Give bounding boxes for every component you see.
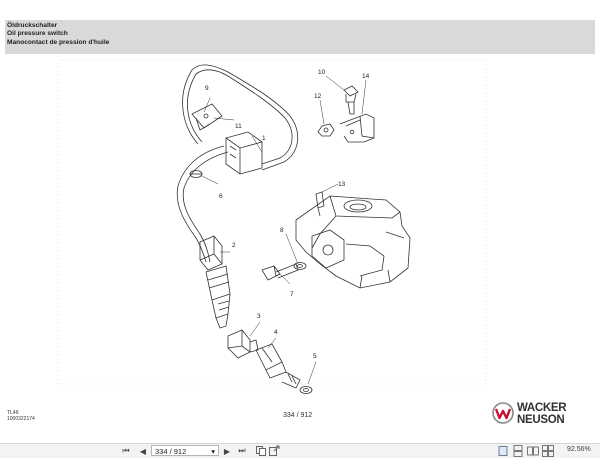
callout-6: 6 [219,193,223,200]
switch-part-10 [343,85,359,115]
logo-line-1: WACKER [517,402,567,414]
bolt-part-7 [261,263,299,281]
page-number: 334 / 912 [283,412,313,419]
continuous-view-icon[interactable] [512,445,524,457]
zoom-level[interactable]: 92.56% [567,446,591,453]
callout-11: 11 [235,123,242,130]
model-code: TL4ß [7,410,19,416]
harness-loop [182,64,298,171]
parts-drawing: 1 2 3 4 5 6 7 8 9 10 11 12 13 14 [57,59,487,394]
last-page-button[interactable]: ⏭ [238,446,246,455]
callout-10: 10 [318,69,326,76]
brand-mark-icon [492,402,514,424]
callout-7: 7 [290,291,294,298]
callout-1: 1 [262,135,266,142]
callout-9: 9 [205,85,209,92]
callout-13: 13 [338,181,346,188]
callout-12: 12 [314,93,322,100]
harness-lower [176,145,225,263]
page-input[interactable]: 334 / 912 ▾ [151,445,219,456]
plug-part-2 [199,235,223,271]
next-page-button[interactable]: ▶ [223,446,231,456]
callout-14: 14 [362,73,370,80]
title-english: Oil pressure switch [7,30,68,38]
bracket-part-14 [339,113,375,143]
page-header: Öldruckschalter Oil pressure switch Mano… [5,20,595,54]
engine-block [295,195,411,289]
adapter-part-4 [255,343,301,389]
elbow-part-3 [227,329,259,359]
callout-3: 3 [257,313,261,320]
page-dropdown-icon[interactable]: ▾ [211,447,215,456]
copy-icon[interactable] [255,445,267,457]
viewer-toolbar: ⏮ ◀ 334 / 912 ▾ ▶ ⏭ 92.56% [0,443,600,458]
connector-part-1 [225,131,263,175]
prev-page-button[interactable]: ◀ [139,446,147,456]
title-french: Manocontact de pression d'huile [7,38,110,46]
doc-number: 1000322174 [7,416,35,422]
wacker-neuson-logo: WACKER NEUSON [492,399,592,429]
callout-4: 4 [274,329,278,336]
page-input-value: 334 / 912 [155,447,187,456]
callout-2: 2 [232,242,236,249]
document-page: Öldruckschalter Oil pressure switch Mano… [5,20,595,429]
title-german: Öldruckschalter [7,22,58,29]
first-page-button[interactable]: ⏮ [122,446,130,455]
callout-8: 8 [280,227,284,234]
two-page-view-icon[interactable] [527,445,539,457]
switch-body [205,265,231,329]
callout-5: 5 [313,353,317,360]
export-icon[interactable] [268,445,280,457]
footer-info: TL4ß 1000322174 [7,410,35,422]
two-page-continuous-icon[interactable] [542,445,554,457]
single-page-view-icon[interactable] [497,445,509,457]
logo-line-2: NEUSON [517,414,565,426]
clip-part-9-11 [191,103,223,131]
